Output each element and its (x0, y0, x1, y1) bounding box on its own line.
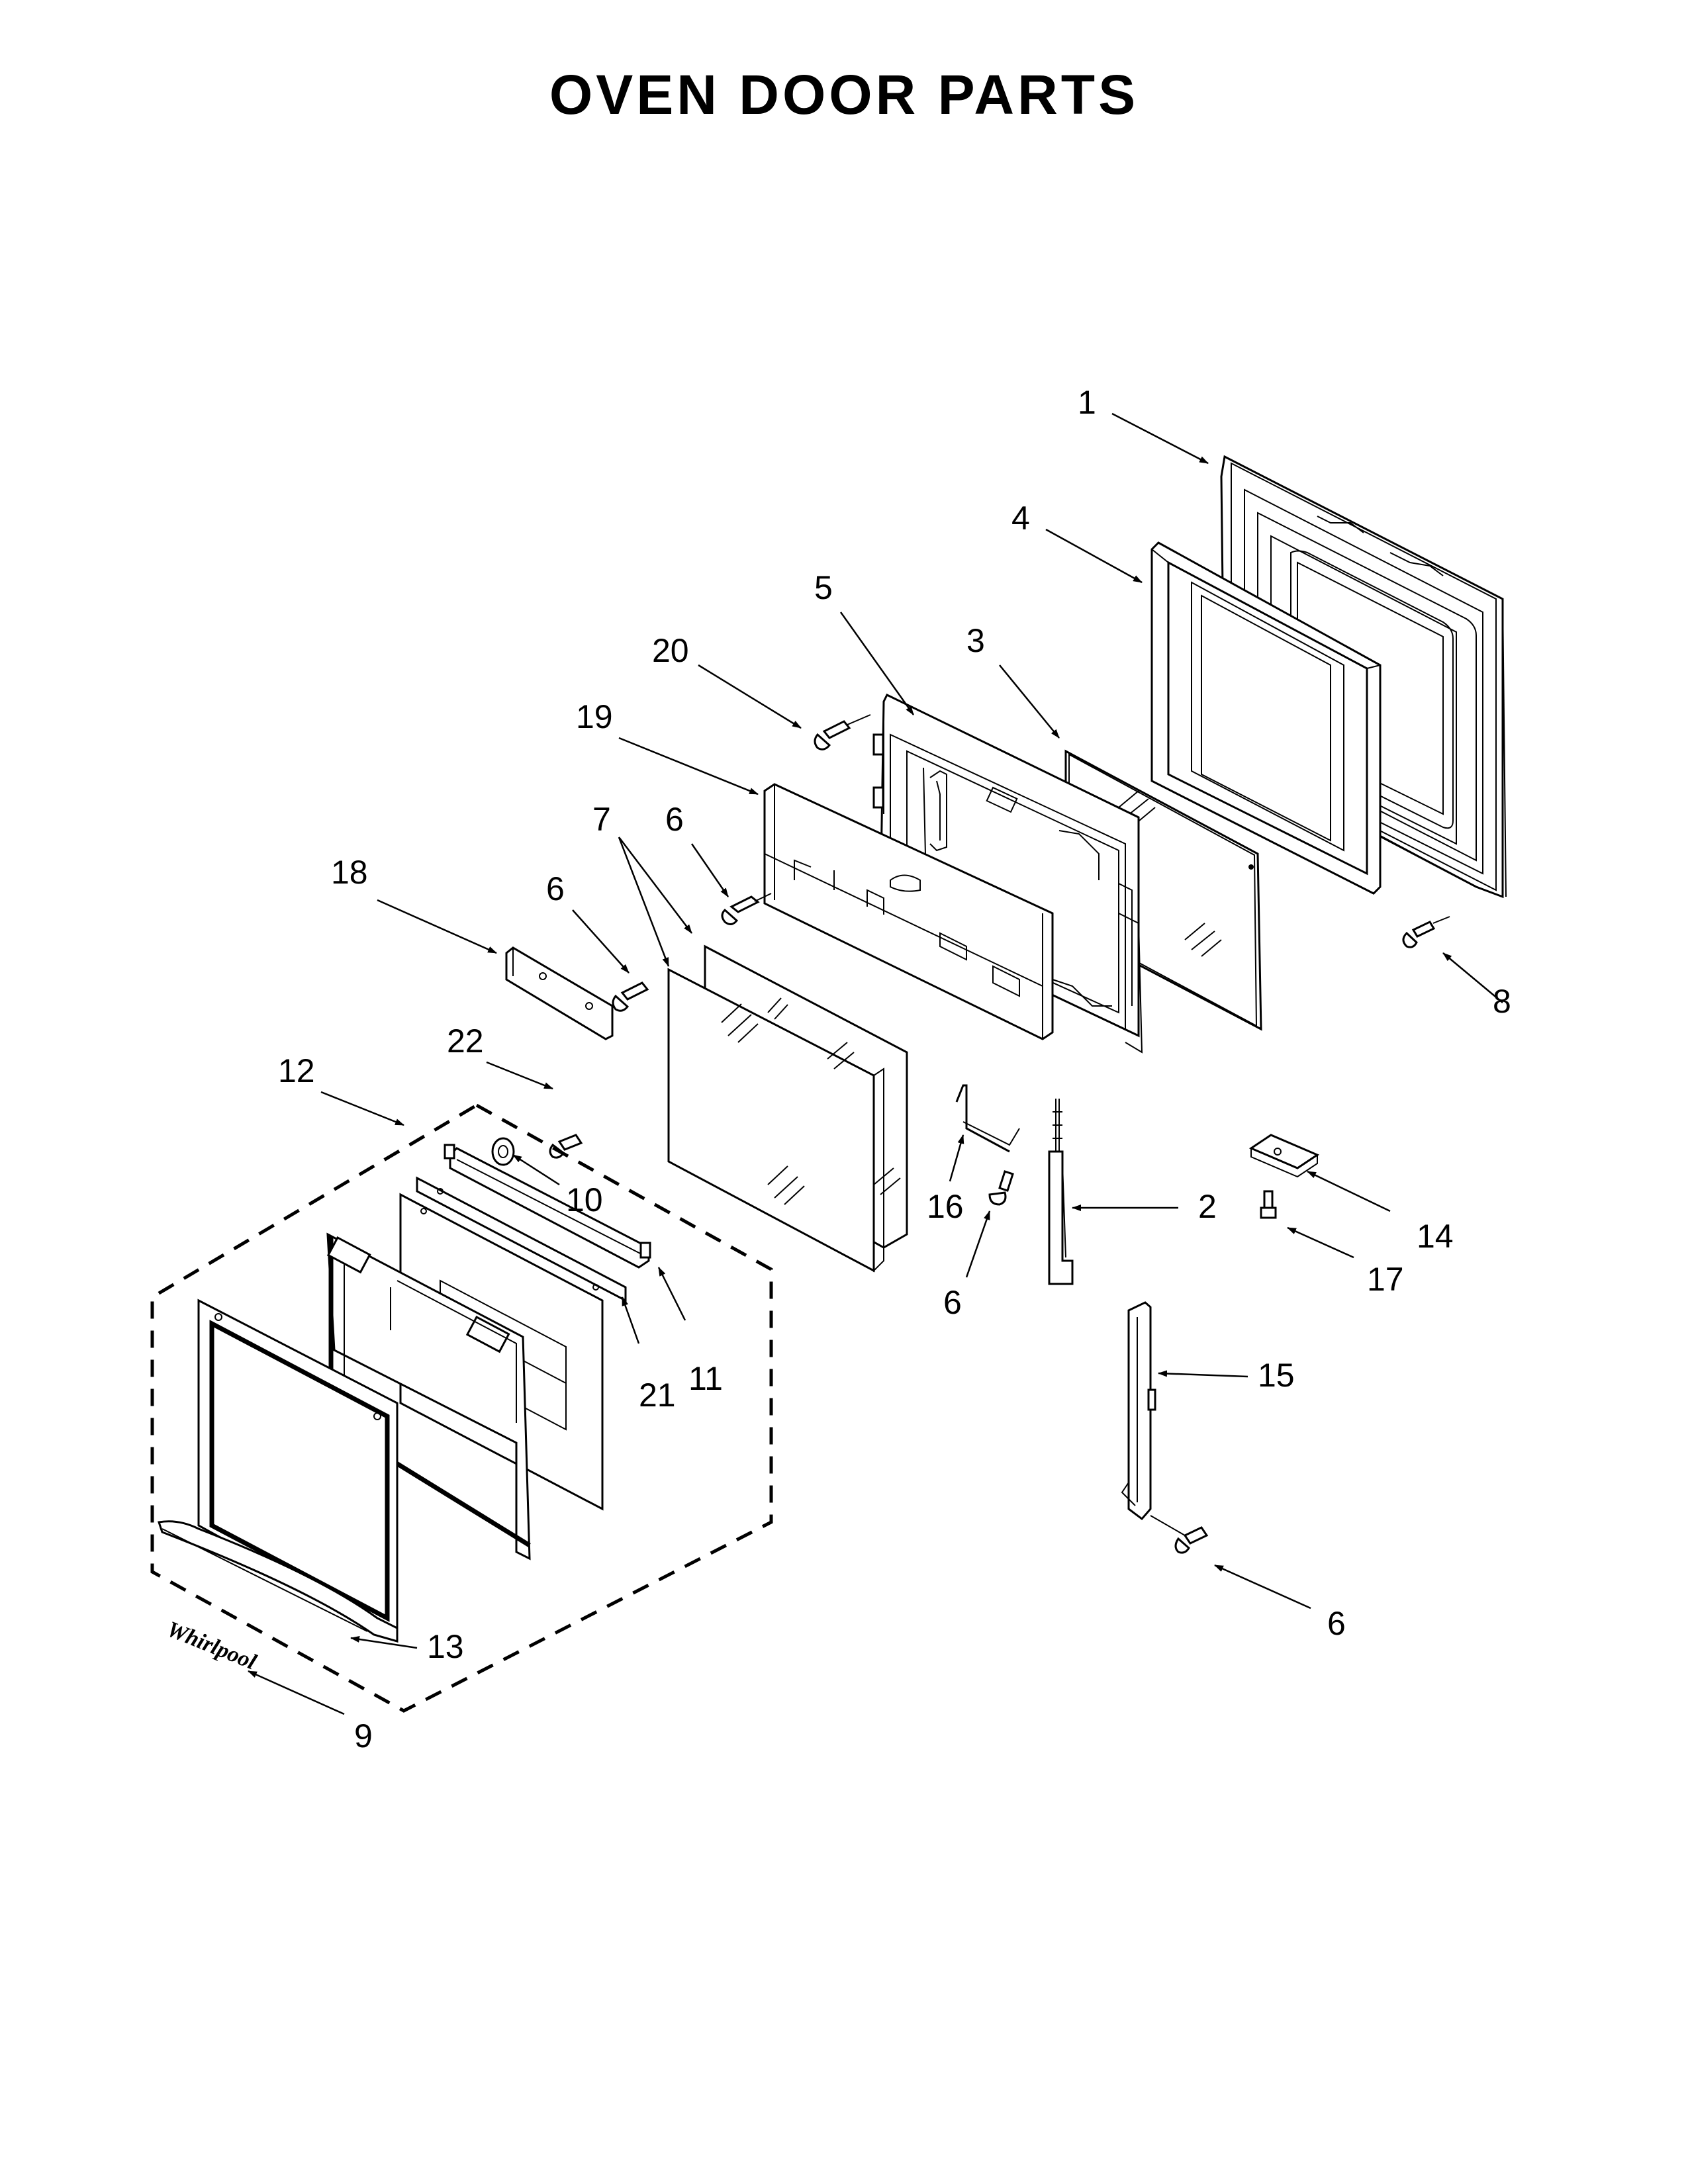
callout-19: 19 (576, 698, 613, 735)
part-18-hinge-bracket (505, 946, 614, 1040)
logo-text: Whirlpool (164, 1617, 260, 1675)
callout-14: 14 (1417, 1218, 1454, 1255)
callout-2: 2 (1198, 1188, 1217, 1225)
callout-10: 10 (566, 1181, 603, 1218)
callout-16: 16 (927, 1188, 964, 1225)
part-12-assembly-outline (150, 1103, 773, 1713)
leader-lines (248, 412, 1503, 1715)
callout-6-upper: 6 (665, 801, 684, 838)
part-19-baffle (763, 783, 1054, 1040)
part-12-inner-frame (326, 1232, 531, 1561)
callout-17: 17 (1367, 1261, 1404, 1298)
part-16-clip (955, 1084, 1020, 1153)
screw-part-6-lower-middle (988, 1170, 1014, 1206)
callout-4: 4 (1011, 500, 1030, 537)
part-13-handle (158, 1520, 399, 1643)
page-title: OVEN DOOR PARTS (549, 64, 1139, 126)
callout-3: 3 (966, 622, 985, 659)
callout-11: 11 (688, 1360, 723, 1397)
callout-6-bracket: 6 (546, 870, 565, 907)
callout-numbers: 1 4 5 3 20 19 6 7 18 6 22 12 10 11 21 16… (278, 384, 1511, 1754)
part-7-glass-panels (667, 944, 908, 1273)
nut-part-10 (491, 1137, 515, 1166)
screw-part-20 (814, 714, 871, 751)
callout-5: 5 (814, 569, 833, 606)
screw-part-17 (1260, 1190, 1277, 1219)
callout-12: 12 (278, 1052, 315, 1089)
callout-22: 22 (447, 1023, 484, 1060)
callout-18: 18 (331, 854, 368, 891)
part-14-bracket (1248, 1134, 1320, 1178)
callout-6-middle: 6 (943, 1284, 962, 1321)
part-4-door-frame (1150, 541, 1382, 895)
screw-part-8 (1402, 916, 1450, 948)
callout-9: 9 (354, 1717, 373, 1754)
part-15-hinge-receiver (1121, 1301, 1186, 1536)
callout-8: 8 (1493, 983, 1511, 1020)
screw-part-6-upper (721, 893, 772, 925)
callout-6-bottom: 6 (1327, 1605, 1346, 1642)
callout-13: 13 (427, 1628, 464, 1665)
part-9-logo-badge: Whirlpool (164, 1617, 260, 1675)
callout-20: 20 (652, 632, 689, 669)
callout-1: 1 (1078, 384, 1096, 421)
screw-part-6-bracket (612, 981, 649, 1012)
callout-15: 15 (1258, 1357, 1295, 1394)
part-11-top-trim (444, 1144, 651, 1269)
callout-21: 21 (639, 1377, 676, 1414)
callout-7: 7 (592, 801, 611, 838)
screw-part-6-bottom-right (1174, 1526, 1209, 1554)
part-2-hinge (1048, 1099, 1074, 1285)
